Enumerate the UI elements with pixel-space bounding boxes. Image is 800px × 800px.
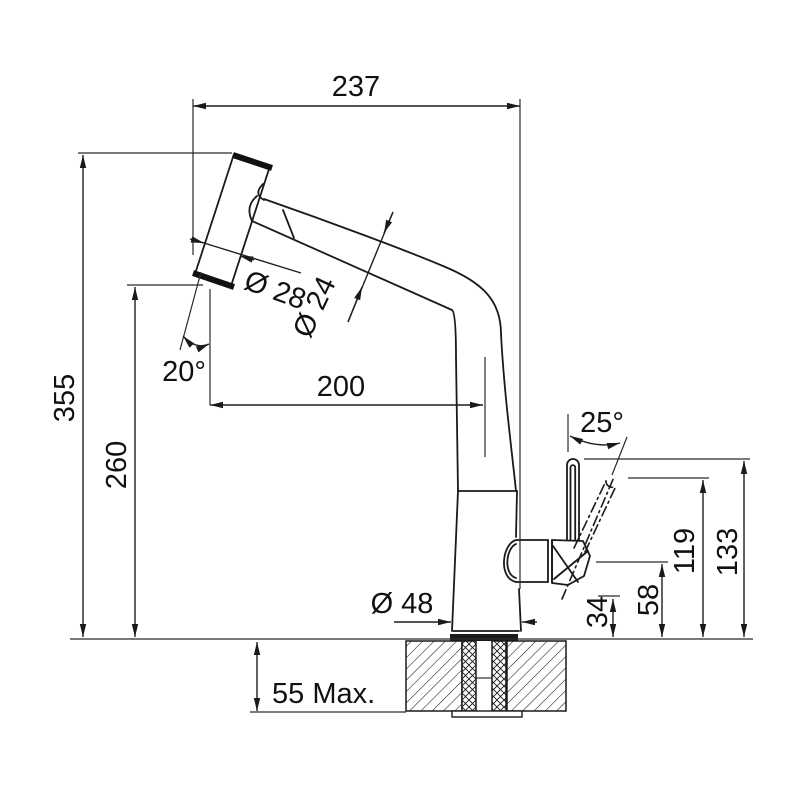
dim-overall-height-355: 355 [49,152,232,637]
dim-label-58: 58 [633,584,665,616]
dim-label-20deg: 20° [162,356,206,388]
dim-label-260: 260 [101,441,133,489]
valve-left-cap [503,539,517,583]
spray-head-neck-notch [257,183,265,201]
dim-base-diameter-48: Ø 48 [371,588,537,626]
dim-label-d48: Ø 48 [371,588,434,620]
dim-label-25deg: 25° [580,407,624,439]
dim-spout-height-260: 260 [101,284,203,637]
dim-lever-angle-25: 25° [567,407,628,476]
faucet-body-base [450,490,522,641]
dim-valve-center-height-58: 58 [596,561,668,637]
spray-head-collar [248,195,258,222]
dim-lever-height-tilted-119: 119 [628,477,709,637]
countertop-section [70,638,753,718]
threaded-shank-left [461,640,477,712]
dim-reach-200: 200 [210,371,483,409]
spray-head-top-cap [232,152,273,171]
dim-label-355: 355 [49,374,81,422]
base-flange [450,634,518,641]
lever-tilted-ghost [561,476,617,600]
dim-label-237: 237 [332,71,380,103]
mounting-washer [451,710,523,718]
counter-block-left [405,640,463,712]
dim-deck-thickness-55: 55 Max. [253,642,375,711]
valve-knob [551,539,591,586]
spray-head-joint-line [282,209,295,239]
lever-axis-centerline [561,476,615,600]
dim-lever-height-133: 133 [584,458,750,637]
threaded-shank-right [491,640,507,712]
lever-upright [566,458,580,541]
dim-head-angle-20: 20° [162,271,211,405]
counter-block-right [506,640,567,712]
faucet-valve-and-handle [503,458,617,600]
dim-label-119: 119 [669,528,701,574]
faucet-spout [251,198,517,492]
dim-label-34: 34 [582,596,614,628]
dim-top-width-237: 237 [192,71,521,589]
dim-label-55max: 55 Max. [272,678,375,710]
dim-label-200: 200 [317,371,365,403]
dim-label-133: 133 [712,528,744,576]
dim-valve-bottom-height-34: 34 [582,595,620,637]
